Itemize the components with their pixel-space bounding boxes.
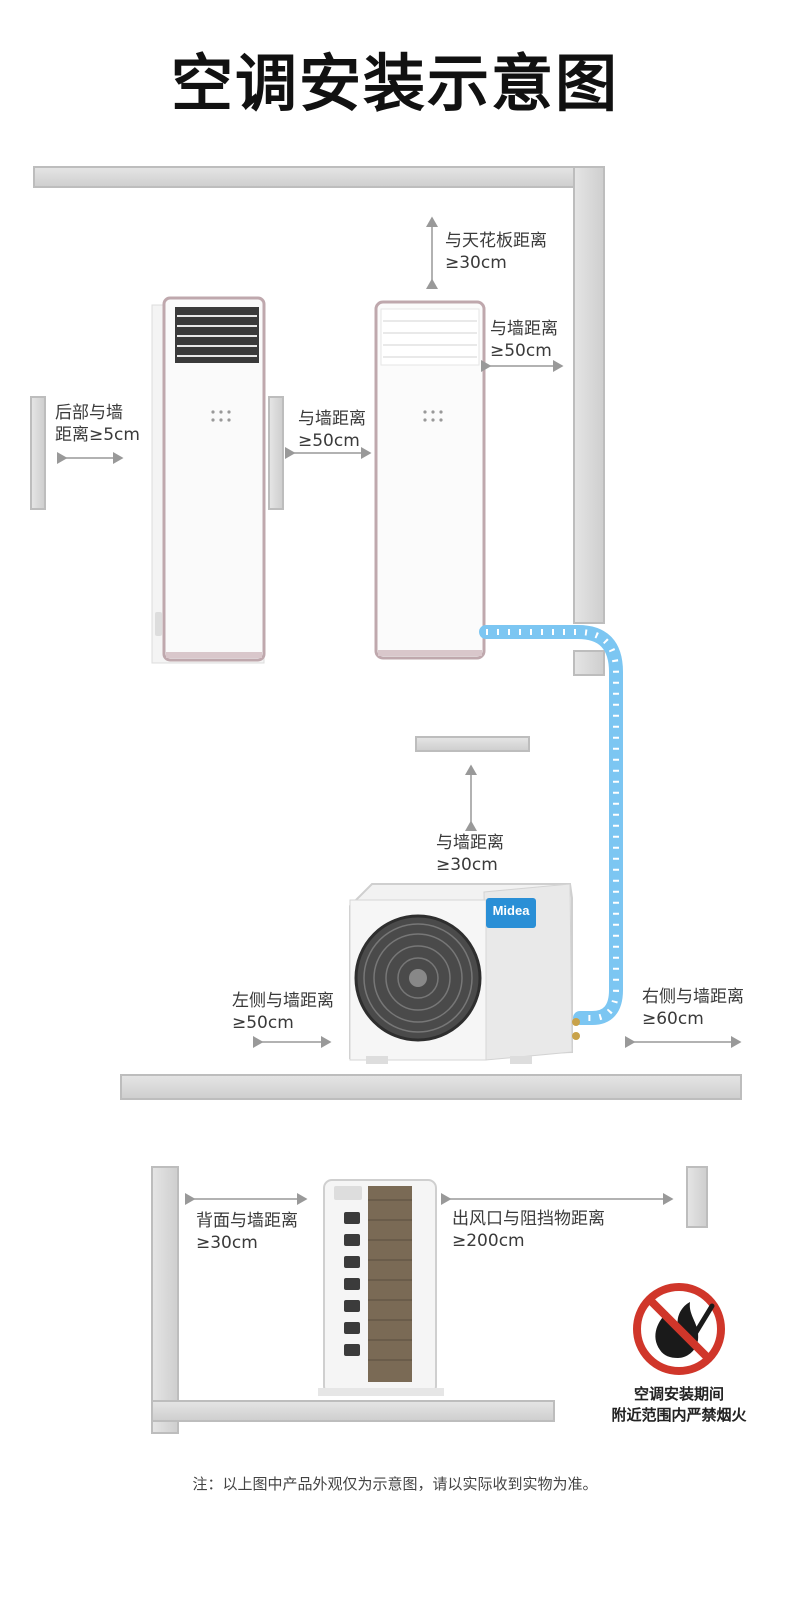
ceiling-wall — [33, 166, 605, 188]
warning-text: 空调安装期间附近范围内严禁烟火 — [611, 1385, 747, 1424]
right-wall-indoor — [573, 166, 605, 624]
back-wall-middle — [268, 396, 284, 510]
side-view-floor — [151, 1400, 555, 1422]
side-back-distance-label: 背面与墙距离≥30cm — [196, 1211, 298, 1253]
brand-logo: Midea — [492, 903, 530, 918]
page-title: 空调安装示意图 — [170, 47, 619, 120]
right-wall-stub — [573, 650, 605, 676]
outdoor-floor — [120, 1074, 742, 1100]
side-view-wall — [151, 1166, 179, 1434]
back-wall-left — [30, 396, 46, 510]
obstacle-wall — [686, 1166, 708, 1228]
outdoor-left-distance-label: 左侧与墙距离≥50cm — [232, 991, 334, 1033]
back-wall-distance-label: 后部与墙距离≥5cm — [55, 403, 140, 445]
between-units-distance-label: 与墙距离≥50cm — [298, 409, 366, 451]
ceiling-distance-label: 与天花板距离≥30cm — [445, 231, 547, 273]
right-wall-distance-label: 与墙距离≥50cm — [490, 319, 558, 361]
outdoor-right-distance-label: 右侧与墙距离≥60cm — [642, 987, 744, 1029]
outdoor-top-wall — [415, 736, 530, 752]
footnote: 注：以上图中产品外观仅为示意图，请以实际收到实物为准。 — [192, 1475, 598, 1493]
outdoor-top-distance-label: 与墙距离≥30cm — [436, 833, 504, 875]
side-outlet-distance-label: 出风口与阻挡物距离≥200cm — [452, 1209, 605, 1251]
